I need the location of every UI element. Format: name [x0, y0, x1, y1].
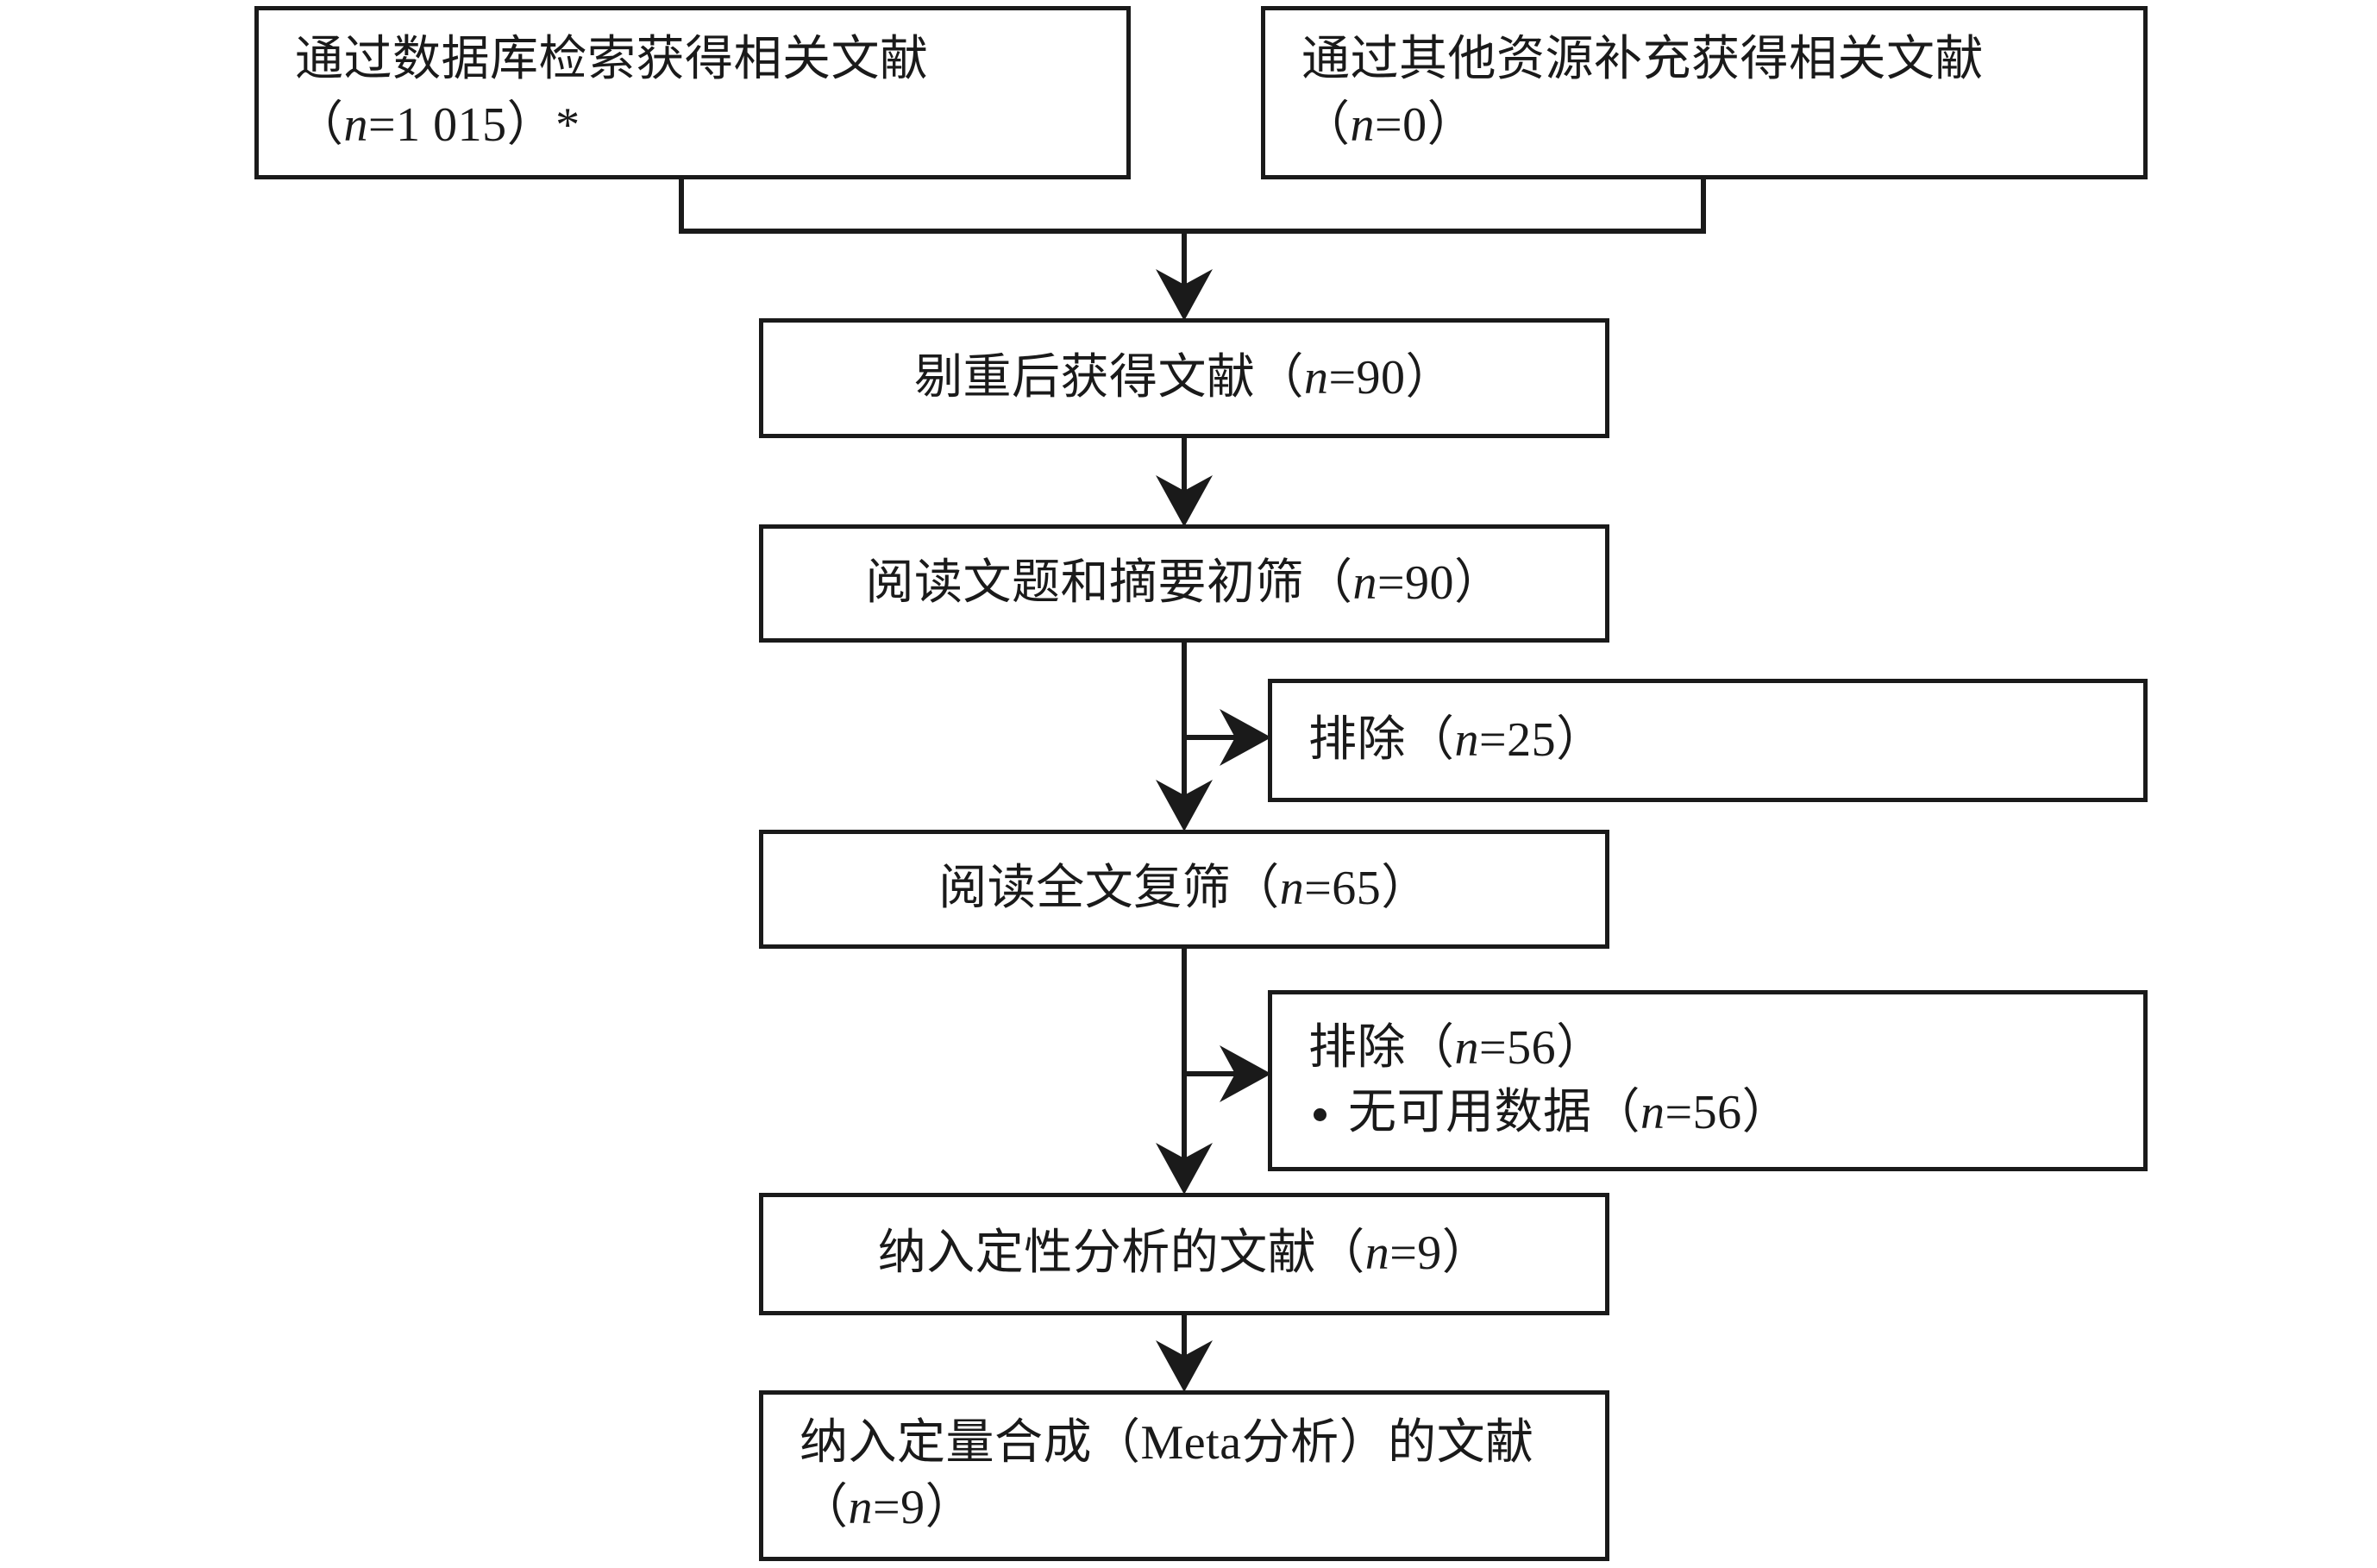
- paren-close: ）: [925, 1481, 975, 1534]
- bullet-icon: [1314, 1107, 1326, 1121]
- quantitative-line2: （n=9）: [763, 1476, 974, 1540]
- paren-close: ）: [1741, 1086, 1791, 1139]
- box-full-text-screening: 阅读全文复筛（n=65）: [759, 830, 1609, 949]
- n-value: =0: [1375, 97, 1427, 152]
- connector-merge-bracket: [679, 179, 1706, 234]
- arrowhead-to-fulltext: [1156, 780, 1213, 831]
- excluded-fulltext-label: 排除（: [1308, 1020, 1455, 1075]
- qualitative-label: 纳入定性分析的文献（: [877, 1226, 1365, 1281]
- excluded-screening-label: 排除（: [1308, 712, 1455, 767]
- arrowhead-to-qualitative: [1156, 1143, 1213, 1195]
- n-value: =90: [1377, 555, 1455, 610]
- excluded-screening-text: 排除（n=25）: [1272, 708, 1605, 773]
- paren-close-and-marker: ）*: [506, 97, 580, 152]
- n-symbol: n: [848, 1481, 873, 1534]
- qualitative-text: 纳入定性分析的文献（n=9）: [878, 1221, 1491, 1286]
- n-symbol: n: [1279, 862, 1305, 916]
- paren-close: ）: [1405, 350, 1455, 405]
- n-symbol: n: [343, 97, 368, 152]
- box-excluded-after-full-text: 排除（n=56） 无可用数据（n=56）: [1268, 990, 2148, 1171]
- title-abstract-screening-text: 阅读文题和摘要初筛（n=90）: [865, 551, 1502, 616]
- paren-close: ）: [1556, 712, 1605, 767]
- arrowhead-to-excluded-56: [1220, 1045, 1271, 1102]
- n-value: =90: [1328, 350, 1406, 405]
- paren-close: ）: [1441, 1226, 1491, 1281]
- after-dedup-label: 剔重后获得文献（: [913, 350, 1304, 405]
- paren-close: ）: [1454, 555, 1503, 610]
- paren-close: ）: [1381, 862, 1430, 916]
- n-symbol: n: [1454, 712, 1479, 767]
- full-text-screening-text: 阅读全文复筛（n=65）: [938, 856, 1430, 921]
- paren-open: （: [1301, 97, 1351, 152]
- n-value: =9: [873, 1481, 925, 1534]
- box-records-after-duplicates-removed: 剔重后获得文献（n=90）: [759, 318, 1609, 438]
- reason-label: 无可用数据（: [1348, 1086, 1640, 1139]
- quantitative-line1: 纳入定量合成（Meta分析）的文献: [800, 1415, 1534, 1470]
- paren-open: （: [295, 97, 344, 152]
- box-included-quantitative-synthesis: 纳入定量合成（Meta分析）的文献 （n=9）: [759, 1390, 1609, 1561]
- box-database-search-records: 通过数据库检索获得相关文献 （n=1 015）*: [254, 6, 1131, 179]
- n-symbol: n: [1352, 555, 1377, 610]
- n-value: =56: [1665, 1086, 1742, 1139]
- n-value: =1 015: [368, 97, 507, 152]
- full-text-label: 阅读全文复筛（: [938, 862, 1280, 916]
- n-symbol: n: [1303, 350, 1329, 405]
- paren-close: ）: [1556, 1020, 1605, 1075]
- n-value: =56: [1479, 1020, 1557, 1075]
- n-symbol: n: [1640, 1086, 1665, 1139]
- n-value: =65: [1304, 862, 1382, 916]
- box-title-abstract-screening: 阅读文题和摘要初筛（n=90）: [759, 524, 1609, 643]
- database-search-line2: （n=1 015）*: [259, 93, 580, 158]
- database-search-line1: 通过数据库检索获得相关文献: [295, 33, 929, 87]
- arrowhead-to-excluded-25: [1220, 709, 1271, 766]
- arrowhead-to-quantitative: [1156, 1340, 1213, 1392]
- n-symbol: n: [1350, 97, 1375, 152]
- n-symbol: n: [1364, 1226, 1390, 1281]
- after-dedup-text: 剔重后获得文献（n=90）: [914, 346, 1454, 411]
- other-sources-line1: 通过其他资源补充获得相关文献: [1301, 33, 1984, 87]
- paren-open: （: [800, 1481, 849, 1534]
- other-sources-line2: （n=0）: [1265, 93, 1476, 158]
- arrowhead-to-dedup: [1156, 269, 1213, 321]
- arrowhead-to-screening: [1156, 475, 1213, 527]
- excluded-fulltext-text: 排除（n=56）: [1272, 1016, 1605, 1081]
- title-abstract-label: 阅读文题和摘要初筛（: [865, 555, 1353, 610]
- excluded-fulltext-reason-item: 无可用数据（n=56）: [1272, 1081, 1791, 1145]
- n-value: =25: [1479, 712, 1557, 767]
- box-excluded-after-screening: 排除（n=25）: [1268, 679, 2148, 802]
- n-symbol: n: [1454, 1020, 1479, 1075]
- box-other-sources-records: 通过其他资源补充获得相关文献 （n=0）: [1261, 6, 2148, 179]
- paren-close: ）: [1427, 97, 1477, 152]
- box-included-qualitative-synthesis: 纳入定性分析的文献（n=9）: [759, 1193, 1609, 1315]
- n-value: =9: [1389, 1226, 1442, 1281]
